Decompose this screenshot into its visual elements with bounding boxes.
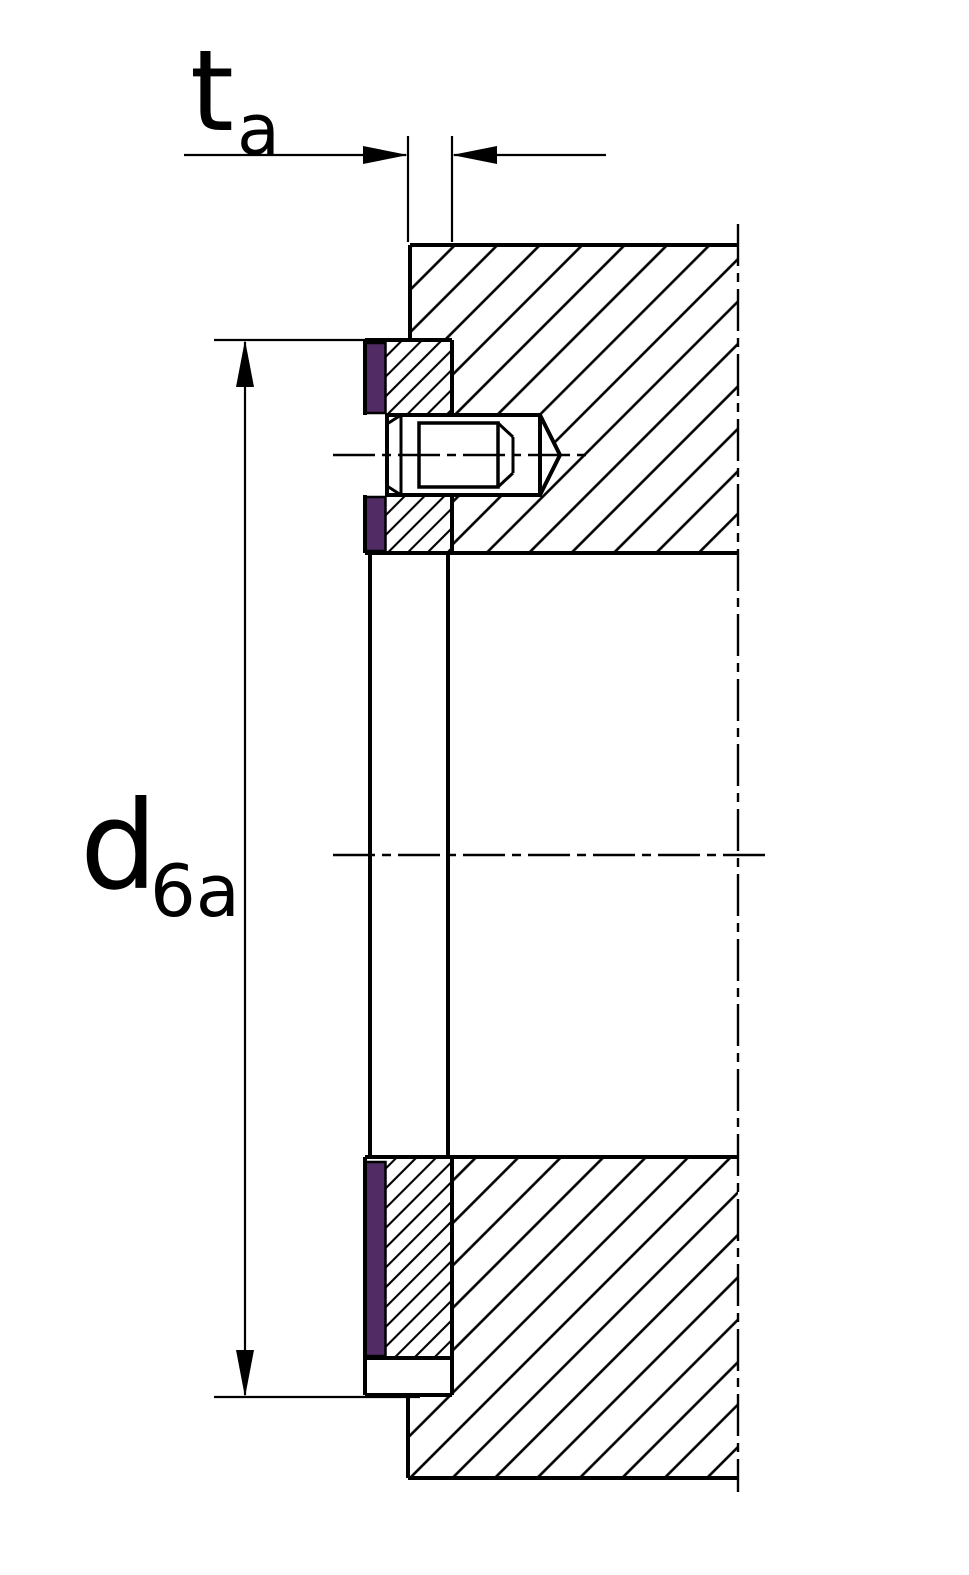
- set-screw-left-chamfer-bottom: [386, 484, 402, 497]
- socket-chamfer-top: [496, 421, 515, 439]
- housing-top-section: [410, 246, 738, 552]
- dimension-ta: [184, 136, 606, 242]
- d6a-arrow-top: [236, 340, 254, 387]
- dimension-d6a: [214, 338, 420, 1399]
- label-ta-symbol: t: [190, 27, 234, 157]
- seal-strip-bottom: [364, 1160, 387, 1358]
- washer-flange-top-lower-hatch: [386, 496, 451, 552]
- bore-cone-upper: [538, 414, 562, 456]
- label-d6a-subscript: 6a: [150, 849, 240, 933]
- bore-cone-lower: [538, 454, 562, 496]
- label-ta-subscript: a: [237, 89, 280, 171]
- housing-bottom-section: [409, 1158, 738, 1477]
- washer-flange-top-upper-hatch: [386, 341, 451, 414]
- washer-flange-bottom-hatch: [386, 1158, 451, 1357]
- label-d6a-symbol: d: [80, 775, 157, 917]
- seal-strip-top-upper: [364, 341, 387, 415]
- set-screw-left-chamfer-top: [386, 413, 402, 426]
- seal-strip-top-lower: [364, 495, 387, 553]
- ta-arrow-left: [363, 146, 408, 164]
- centerlines: [333, 224, 772, 1492]
- part-outlines: [363, 243, 738, 1480]
- ta-arrow-right: [452, 146, 497, 164]
- socket-chamfer-bottom: [496, 471, 515, 489]
- d6a-arrow-bottom: [236, 1350, 254, 1397]
